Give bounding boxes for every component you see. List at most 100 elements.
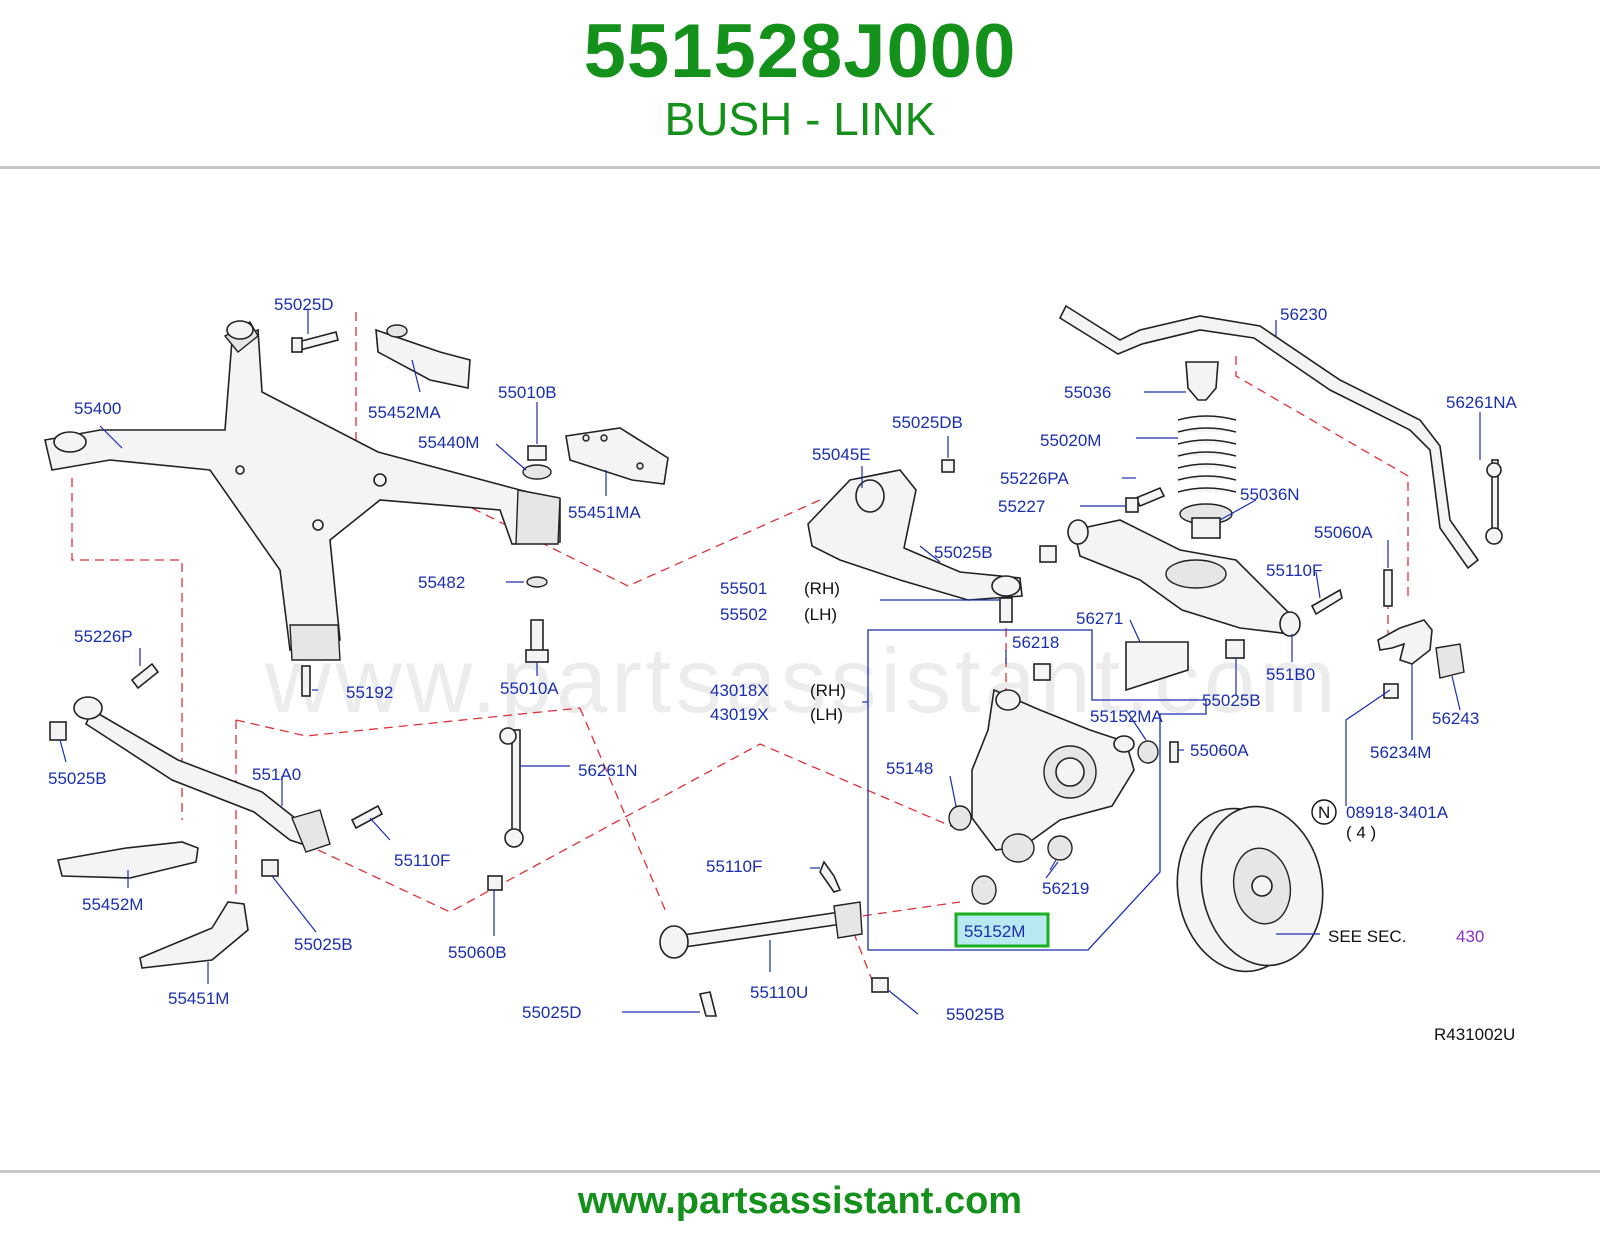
label-55226PA[interactable]: 55226PA	[1000, 469, 1069, 488]
spring-stack-55020M	[1177, 361, 1237, 539]
label-55025B-lower[interactable]: 55025B	[294, 935, 353, 954]
label-55110U[interactable]: 55110U	[750, 983, 808, 1002]
bolt-55226P	[130, 662, 160, 690]
bracket-55452M	[57, 841, 199, 879]
see-section-link[interactable]: 430	[1456, 927, 1484, 946]
label-lh-43019X: (LH)	[810, 705, 843, 724]
bush-55152M	[971, 875, 997, 905]
rear-subframe-55400	[44, 320, 561, 661]
n-symbol-text: N	[1318, 803, 1330, 822]
washer-55227	[1125, 497, 1139, 513]
label-55110F-mid[interactable]: 55110F	[706, 857, 762, 876]
nut-55025DB	[941, 459, 955, 473]
nut-08918	[1383, 683, 1399, 699]
label-56234M[interactable]: 56234M	[1370, 743, 1431, 762]
label-56243[interactable]: 56243	[1432, 709, 1479, 728]
label-55025B-left[interactable]: 55025B	[48, 769, 107, 788]
label-55010B[interactable]: 55010B	[498, 383, 557, 402]
bracket-55451M	[139, 901, 249, 969]
bolt-55025D-top	[291, 331, 339, 353]
brake-disc	[1176, 805, 1324, 973]
bolt-55226PA	[1134, 486, 1166, 508]
label-55025B-bottom[interactable]: 55025B	[946, 1005, 1005, 1024]
bush-55152MA	[1137, 740, 1159, 764]
label-55110F-left[interactable]: 55110F	[394, 851, 450, 870]
label-55045E[interactable]: 55045E	[812, 445, 871, 464]
bracket-55452MA	[375, 328, 471, 389]
part-description: BUSH - LINK	[664, 93, 936, 145]
assembly-dashed-lines	[71, 312, 1409, 981]
label-55010A[interactable]: 55010A	[500, 679, 559, 698]
label-551B0[interactable]: 551B0	[1266, 665, 1315, 684]
label-55152MA[interactable]: 55152MA	[1090, 707, 1163, 726]
label-55025D-top[interactable]: 55025D	[274, 295, 334, 314]
link-551A0	[73, 696, 331, 853]
highlight-box	[954, 912, 1050, 948]
header-divider	[0, 166, 1600, 169]
label-55036[interactable]: 55036	[1064, 383, 1111, 402]
footer-divider	[0, 1170, 1600, 1173]
label-55025B-arm[interactable]: 55025B	[934, 543, 993, 562]
label-55502[interactable]: 55502	[720, 605, 767, 624]
label-rh-55501: (RH)	[804, 579, 840, 598]
bolt-55110F-mid	[819, 860, 842, 893]
label-56219[interactable]: 56219	[1042, 879, 1089, 898]
upper-arm-55501	[807, 469, 1023, 623]
footer-website-link[interactable]: www.partsassistant.com	[577, 1180, 1023, 1222]
label-55148[interactable]: 55148	[886, 759, 933, 778]
label-55060A-mid[interactable]: 55060A	[1190, 741, 1249, 760]
nut-55025B-lower	[261, 859, 279, 877]
n-symbol-icon	[1311, 799, 1337, 825]
label-lh-55502: (LH)	[804, 605, 837, 624]
label-55227[interactable]: 55227	[998, 497, 1045, 516]
label-count: ( 4 )	[1346, 823, 1376, 842]
part-number-title: 551528J000	[583, 9, 1017, 94]
see-section-text: SEE SEC.	[1328, 927, 1406, 946]
clamp-56234M	[1377, 619, 1433, 665]
bolt-55110F-right	[1310, 588, 1343, 616]
label-55060A-top[interactable]: 55060A	[1314, 523, 1373, 542]
label-55501[interactable]: 55501	[720, 579, 767, 598]
label-55110F-right[interactable]: 55110F	[1266, 561, 1322, 580]
label-55025B-right[interactable]: 55025B	[1202, 691, 1261, 710]
label-55025DB[interactable]: 55025DB	[892, 413, 963, 432]
label-08918-3401A[interactable]: 08918-3401A	[1346, 803, 1449, 822]
label-55482[interactable]: 55482	[418, 573, 465, 592]
diagram-code: R431002U	[1434, 1025, 1515, 1044]
label-55192[interactable]: 55192	[346, 683, 393, 702]
link-55110U	[659, 901, 863, 959]
label-55020M[interactable]: 55020M	[1040, 431, 1101, 450]
label-55060B[interactable]: 55060B	[448, 943, 507, 962]
knuckle-group-frame	[867, 629, 1207, 951]
pin-55192	[301, 665, 311, 697]
nut-55025B-bottom	[871, 977, 889, 993]
page-header: 551528J000 BUSH - LINK	[0, 0, 1600, 168]
label-55440M[interactable]: 55440M	[418, 433, 479, 452]
label-55152M-highlighted[interactable]: 55152M	[964, 922, 1025, 941]
label-43018X[interactable]: 43018X	[710, 681, 769, 700]
label-55025D-bottom[interactable]: 55025D	[522, 1003, 582, 1022]
lower-arm-551B0	[1067, 519, 1301, 637]
label-55451MA[interactable]: 55451MA	[568, 503, 641, 522]
label-56261N[interactable]: 56261N	[578, 761, 638, 780]
bush-56219	[1047, 835, 1073, 861]
label-55452MA[interactable]: 55452MA	[368, 403, 441, 422]
label-55226P[interactable]: 55226P	[74, 627, 133, 646]
label-55400[interactable]: 55400	[74, 399, 121, 418]
bush-56243	[1435, 643, 1465, 679]
label-56271[interactable]: 56271	[1076, 609, 1123, 628]
knuckle-43018X	[971, 688, 1135, 863]
bolt-55110F-left	[350, 804, 384, 830]
label-56261NA[interactable]: 56261NA	[1446, 393, 1518, 412]
label-55451M[interactable]: 55451M	[168, 989, 229, 1008]
label-55036N[interactable]: 55036N	[1240, 485, 1300, 504]
label-551A0[interactable]: 551A0	[252, 765, 301, 784]
label-56218[interactable]: 56218	[1012, 633, 1059, 652]
bolt-55025D-bottom	[699, 991, 718, 1017]
label-56230[interactable]: 56230	[1280, 305, 1327, 324]
label-55452M[interactable]: 55452M	[82, 895, 143, 914]
label-43019X[interactable]: 43019X	[710, 705, 769, 724]
stabilizer-link-56261N	[487, 727, 524, 891]
mount-stack-55010B	[522, 445, 552, 663]
